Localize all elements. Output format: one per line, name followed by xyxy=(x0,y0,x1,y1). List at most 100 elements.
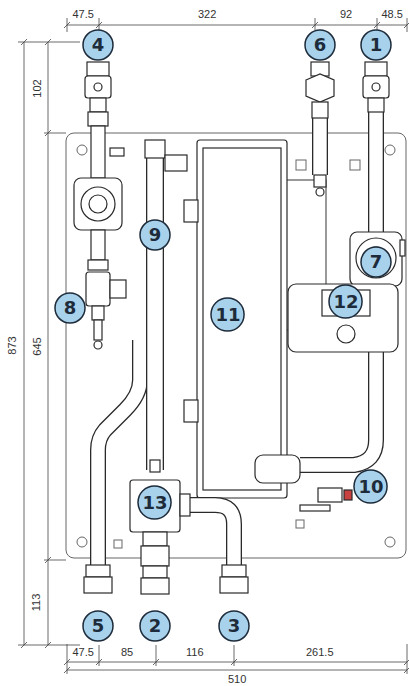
callout-circle: 8 xyxy=(54,292,86,324)
heat-exchanger-part xyxy=(203,148,281,490)
callout-circle: 10 xyxy=(353,469,388,504)
callout-circle: 7 xyxy=(360,246,392,278)
callout-circle: 5 xyxy=(82,610,114,642)
left-circuit-part xyxy=(74,178,122,230)
dimension-lines-part xyxy=(67,662,407,663)
pipework-part xyxy=(147,140,162,470)
callout-number: 6 xyxy=(314,36,327,54)
callout-number: 2 xyxy=(149,617,162,635)
dimension-value: 261.5 xyxy=(305,647,335,658)
callout-circle-shape xyxy=(83,611,113,641)
mounting-panel-part xyxy=(350,160,360,170)
dimension-lines-part xyxy=(315,18,316,30)
dimension-value: 873 xyxy=(7,335,18,355)
dimension-lines-part xyxy=(404,659,409,665)
callout-circle-shape xyxy=(140,220,170,250)
dimension-value: 48.5 xyxy=(381,9,404,20)
left-circuit-part xyxy=(220,577,248,593)
left-circuit-part xyxy=(94,83,102,91)
callout-circle: 9 xyxy=(139,219,171,251)
left-circuit-part xyxy=(84,577,112,593)
callout-number: 10 xyxy=(358,478,383,496)
dimension-lines-part xyxy=(18,645,80,646)
callout-circle-shape xyxy=(140,611,170,641)
right-circuit-part xyxy=(363,76,389,98)
pipework-part xyxy=(313,118,326,175)
left-circuit-part xyxy=(87,62,109,76)
mounting-panel-part xyxy=(66,133,406,558)
dimension-lines-part xyxy=(64,659,70,665)
callout-circle-shape xyxy=(305,30,335,60)
left-circuit-part xyxy=(110,280,126,298)
callout-number: 1 xyxy=(370,36,383,54)
mounting-panel-part xyxy=(385,145,395,155)
callout-circle: 4 xyxy=(82,29,114,61)
dimension-lines-part xyxy=(231,659,237,665)
dimension-lines-part xyxy=(67,25,407,26)
left-circuit-part xyxy=(88,260,108,270)
dimension-lines-part xyxy=(45,642,51,648)
left-circuit-part xyxy=(130,480,180,532)
right-circuit-part xyxy=(372,83,380,91)
dimension-lines-part xyxy=(67,670,407,671)
left-circuit-part xyxy=(94,320,102,340)
right-circuit-part xyxy=(350,232,402,286)
left-circuit-part xyxy=(89,195,107,213)
left-circuit-part xyxy=(110,148,124,156)
mounting-panel-part xyxy=(296,520,304,528)
right-circuit-part xyxy=(318,488,342,502)
heat-exchanger-part xyxy=(197,140,287,498)
right-circuit-part xyxy=(400,240,405,256)
callout-number: 13 xyxy=(142,494,167,512)
dimension-value: 47.5 xyxy=(72,9,95,20)
callout-circle-shape xyxy=(329,285,362,318)
dimension-lines-part xyxy=(45,557,51,563)
right-circuit-part xyxy=(344,490,352,500)
dimension-value: 47.5 xyxy=(72,647,95,658)
dimension-lines-part xyxy=(18,42,80,43)
left-circuit xyxy=(74,62,248,594)
callout-circle-shape xyxy=(83,30,113,60)
dimension-lines-part xyxy=(404,22,409,28)
callout-number: 3 xyxy=(228,617,241,635)
left-circuit-part xyxy=(165,155,187,171)
right-circuit-part xyxy=(316,188,324,196)
dimension-lines-part xyxy=(45,130,51,136)
right-circuit-part xyxy=(288,284,398,352)
pipework-part xyxy=(300,352,376,465)
callout-number: 5 xyxy=(92,617,105,635)
callout-circle-shape xyxy=(361,247,391,277)
callout-circle-shape xyxy=(354,470,387,503)
dimension-lines-part xyxy=(404,667,409,673)
dimension-lines-part xyxy=(374,22,380,28)
pipework-part xyxy=(146,140,164,470)
dimension-value: 116 xyxy=(185,647,205,658)
right-circuit-part xyxy=(356,238,396,278)
dimension-value: 113 xyxy=(31,592,42,612)
heat-exchanger-part xyxy=(184,200,198,222)
callout-circle: 1 xyxy=(360,29,392,61)
pipework-part xyxy=(312,118,328,175)
dimension-lines-part xyxy=(312,22,318,28)
left-circuit-part xyxy=(81,187,115,221)
dimension-value: 102 xyxy=(32,78,43,98)
dimension-lines-part xyxy=(21,39,27,45)
left-circuit-part xyxy=(88,112,108,126)
pipework-part xyxy=(300,352,376,465)
dimension-value: 645 xyxy=(32,336,43,356)
callout-circle-shape xyxy=(211,298,244,331)
dimension-lines-part xyxy=(45,39,51,45)
dimension-lines-part xyxy=(377,18,378,30)
left-circuit-part xyxy=(90,98,106,112)
callout-circle-shape xyxy=(361,30,391,60)
pipework-part xyxy=(190,505,234,565)
left-circuit-part xyxy=(143,532,167,546)
left-circuit-part xyxy=(86,565,110,577)
left-circuit-part xyxy=(85,76,111,98)
left-circuit-part xyxy=(150,460,160,472)
left-circuit-part xyxy=(94,341,102,349)
left-circuit-part xyxy=(91,126,105,178)
pipework-part xyxy=(368,112,384,232)
